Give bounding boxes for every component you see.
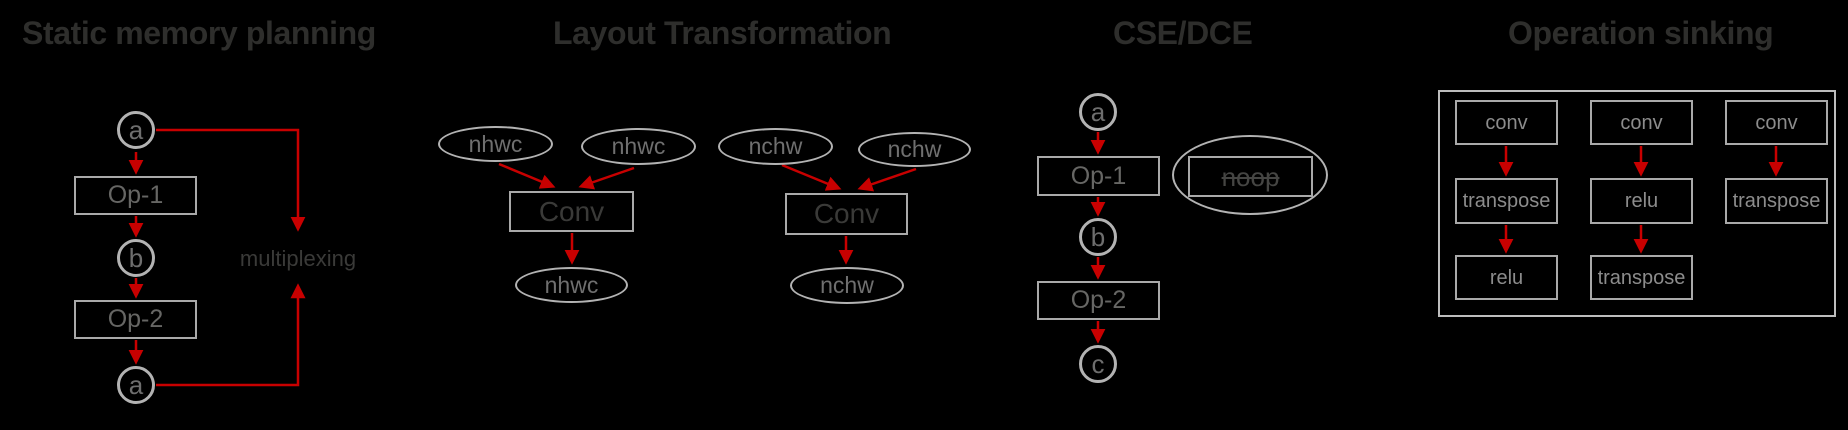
buffer-node-a-bottom-label: a: [128, 370, 144, 400]
sink-col1-conv-box: conv: [1455, 100, 1558, 145]
arrow-nchw1-to-conv: [781, 163, 842, 191]
noop-box: noop: [1188, 156, 1313, 197]
cse-node-a: a: [1079, 93, 1117, 131]
buffer-node-b-label: b: [128, 243, 144, 273]
sink-col2-conv-box: conv: [1590, 100, 1693, 145]
sink-col3-transpose-box: transpose: [1725, 178, 1828, 224]
section-title-cse-dce: CSE/DCE: [1113, 15, 1253, 51]
sink-col1-transpose-label: transpose: [1462, 190, 1551, 212]
nchw-output-label: nchw: [820, 272, 874, 298]
nhwc-output-ellipse: nhwc: [515, 267, 628, 303]
nhwc-conv-box: Conv: [509, 191, 634, 232]
nchw-input2-ellipse: nchw: [858, 132, 971, 167]
op1-box: Op-1: [74, 176, 197, 215]
sink-col2-transpose-box: transpose: [1590, 255, 1693, 300]
cse-node-a-label: a: [1090, 97, 1106, 127]
sink-col2-relu-box: relu: [1590, 178, 1693, 224]
op2-label: Op-2: [107, 305, 164, 333]
nchw-conv-label: Conv: [813, 198, 880, 229]
op1-label: Op-1: [107, 181, 164, 209]
nchw-conv-box: Conv: [785, 193, 908, 235]
buffer-node-b: b: [117, 239, 155, 277]
nchw-input2-label: nchw: [887, 136, 942, 162]
sink-col3-conv-box: conv: [1725, 100, 1828, 145]
buffer-node-a-top: a: [117, 111, 155, 149]
operation-sinking-frame: [1438, 90, 1836, 317]
section-title-layout-transformation: Layout Transformation: [553, 15, 892, 51]
nchw-input1-label: nchw: [748, 133, 803, 159]
cse-node-b: b: [1079, 218, 1117, 256]
sink-col3-conv-label: conv: [1755, 111, 1798, 134]
op2-box: Op-2: [74, 300, 197, 339]
buffer-node-a-bottom: a: [117, 366, 155, 404]
arrow-nchw2-to-conv: [857, 167, 917, 192]
noop-highlight-ellipse: [1172, 135, 1328, 215]
sink-col2-relu-label: relu: [1624, 190, 1659, 212]
buffer-node-a-top-label: a: [128, 115, 144, 145]
sink-col1-conv-label: conv: [1485, 111, 1528, 134]
nhwc-input2-ellipse: nhwc: [581, 128, 696, 165]
sink-col1-relu-box: relu: [1455, 255, 1558, 300]
multiplexing-label: multiplexing: [239, 246, 357, 271]
nchw-output-ellipse: nchw: [790, 267, 904, 304]
sink-col2-transpose-label: transpose: [1597, 266, 1686, 289]
arrow-nhwc1-to-conv: [498, 162, 556, 189]
cse-node-c-label: c: [1091, 349, 1105, 379]
sink-col3-transpose-label: transpose: [1732, 190, 1821, 212]
nhwc-conv-label: Conv: [538, 195, 605, 227]
nhwc-input1-ellipse: nhwc: [438, 126, 553, 162]
nchw-input1-ellipse: nchw: [718, 128, 833, 165]
section-title-operation-sinking: Operation sinking: [1508, 15, 1774, 51]
sink-col1-transpose-box: transpose: [1455, 178, 1558, 224]
cse-node-c: c: [1079, 345, 1117, 383]
arrow-nhwc2-to-conv: [578, 166, 635, 190]
cse-op1-box: Op-1: [1037, 156, 1160, 196]
cse-op2-label: Op-2: [1070, 286, 1127, 314]
cse-op2-box: Op-2: [1037, 281, 1160, 320]
section-title-static-memory-planning: Static memory planning: [22, 15, 376, 51]
sink-col1-relu-label: relu: [1489, 266, 1524, 289]
nhwc-output-label: nhwc: [544, 271, 599, 298]
nhwc-input2-label: nhwc: [611, 133, 666, 159]
sink-col2-conv-label: conv: [1620, 111, 1663, 134]
cse-op1-label: Op-1: [1070, 161, 1127, 190]
nhwc-input1-label: nhwc: [468, 130, 523, 157]
noop-label: noop: [1221, 161, 1280, 192]
cse-node-b-label: b: [1090, 222, 1106, 252]
